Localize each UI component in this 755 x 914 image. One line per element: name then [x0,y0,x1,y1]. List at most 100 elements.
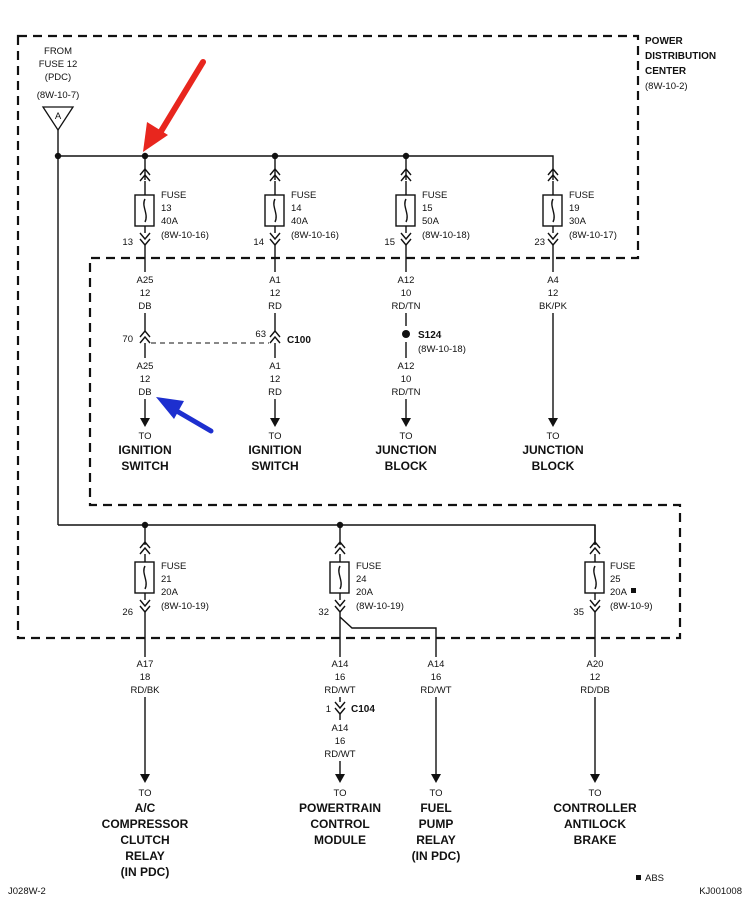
svg-text:A14: A14 [332,659,349,670]
svg-text:TO: TO [138,788,151,799]
svg-text:FUSE: FUSE [356,561,381,572]
svg-text:IGNITION: IGNITION [248,443,301,457]
svg-text:FUSE: FUSE [161,561,186,572]
source-pdc: (PDC) [45,72,71,83]
svg-text:12: 12 [590,672,601,683]
svg-text:RD: RD [268,301,282,312]
svg-text:TO: TO [399,431,412,442]
svg-text:16: 16 [335,736,346,747]
svg-text:CONTROL: CONTROL [310,817,369,831]
svg-text:16: 16 [335,672,346,683]
svg-text:A17: A17 [137,659,154,670]
svg-text:BLOCK: BLOCK [385,459,428,473]
dest-controller-antilock-brake: TO CONTROLLER ANTILOCK BRAKE [553,788,637,847]
svg-text:20A: 20A [610,587,628,598]
dest-ignition-switch-2: TO IGNITION SWITCH [248,431,301,473]
svg-text:40A: 40A [291,216,309,227]
svg-text:RD/WT: RD/WT [420,685,451,696]
pdc-title-line2: DISTRIBUTION [645,51,716,62]
fuse-24-column: FUSE 24 20A (8W-10-19) 32 [318,525,437,657]
wire-label-a1-lower: A1 12 RD [268,361,282,398]
wire-label-a20: A20 12 RD/DB [580,659,610,696]
source-fuse: FUSE 12 [39,59,78,70]
svg-text:(8W-10-19): (8W-10-19) [161,601,209,612]
svg-text:RD/WT: RD/WT [324,685,355,696]
svg-text:FUSE: FUSE [291,190,316,201]
svg-text:BLOCK: BLOCK [532,459,575,473]
fuse-21-column: FUSE 21 20A (8W-10-19) 26 [122,525,209,657]
source-triangle-label: A [55,111,62,122]
svg-text:(8W-10-18): (8W-10-18) [422,230,470,241]
svg-text:BRAKE: BRAKE [574,833,617,847]
svg-text:A14: A14 [332,723,349,734]
connector-chevron [334,701,346,716]
connector-chevron [547,167,559,182]
c104-label: C104 [351,704,375,715]
connector-chevron [139,232,151,247]
fuel-pump-branch-wire [339,616,437,657]
arrow-head [401,418,411,427]
svg-text:RD/TN: RD/TN [391,301,420,312]
svg-text:A14: A14 [428,659,445,670]
wire-label-a25-lower: A25 12 DB [137,361,154,398]
svg-text:JUNCTION: JUNCTION [522,443,583,457]
connector-chevron [589,540,601,555]
source-from: FROM [44,46,72,57]
svg-text:CONTROLLER: CONTROLLER [553,801,637,815]
svg-text:16: 16 [431,672,442,683]
svg-text:A1: A1 [269,361,281,372]
svg-text:A4: A4 [547,275,559,286]
footer-right-code: KJ001008 [699,886,742,897]
red-pointer-arrow [143,59,206,152]
svg-text:A25: A25 [137,361,154,372]
svg-text:PUMP: PUMP [419,817,454,831]
wire-label-a1: A1 12 RD [268,275,282,312]
connector-chevron [589,599,601,614]
svg-text:TO: TO [588,788,601,799]
svg-text:14: 14 [253,237,264,248]
pdc-title-line1: POWER [645,36,684,47]
dest-junction-block-2: TO JUNCTION BLOCK [522,431,583,473]
footer-left-code: J028W-2 [8,886,46,897]
svg-text:12: 12 [548,288,559,299]
svg-text:RELAY: RELAY [125,849,165,863]
svg-text:(8W-10-17): (8W-10-17) [569,230,617,241]
svg-text:12: 12 [270,288,281,299]
svg-text:RD/BK: RD/BK [130,685,160,696]
svg-text:35: 35 [573,607,584,618]
wire-label-a12-lower: A12 10 RD/TN [391,361,420,398]
wire-label-a14-pcm: A14 16 RD/WT [324,659,355,696]
svg-text:IGNITION: IGNITION [118,443,171,457]
pdc-ref: (8W-10-2) [645,81,688,92]
connector-chevron [547,232,559,247]
connector-chevron [139,167,151,182]
pdc-title-line3: CENTER [645,66,687,77]
svg-text:JUNCTION: JUNCTION [375,443,436,457]
connector-chevron [269,167,281,182]
arrow-head [335,774,345,783]
svg-text:DB: DB [138,301,151,312]
svg-text:TO: TO [333,788,346,799]
svg-text:18: 18 [140,672,151,683]
c100-pin-left: 70 [122,334,133,345]
dest-powertrain-control-module: TO POWERTRAIN CONTROL MODULE [299,788,381,847]
connector-chevron [139,599,151,614]
svg-text:(IN PDC): (IN PDC) [412,849,461,863]
svg-text:(8W-10-9): (8W-10-9) [610,601,653,612]
c100-label: C100 [287,335,311,346]
svg-text:TO: TO [138,431,151,442]
svg-text:SWITCH: SWITCH [121,459,168,473]
svg-text:FUSE: FUSE [610,561,635,572]
svg-text:ANTILOCK: ANTILOCK [564,817,626,831]
legend-square-marker [636,875,641,880]
svg-text:40A: 40A [161,216,179,227]
svg-text:50A: 50A [422,216,440,227]
pdc-boundary [16,34,682,640]
fuse-25-column: FUSE 25 20A (8W-10-9) 35 [573,525,653,657]
svg-text:BK/PK: BK/PK [539,301,568,312]
svg-text:24: 24 [356,574,367,585]
svg-text:10: 10 [401,374,412,385]
top-bus-wire [58,155,554,180]
svg-text:14: 14 [291,203,302,214]
